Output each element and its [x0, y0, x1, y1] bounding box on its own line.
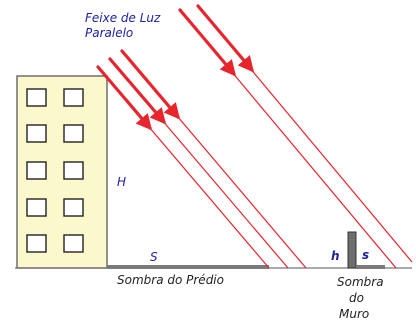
wall: [347, 231, 357, 269]
window: [26, 234, 47, 253]
window: [26, 88, 47, 107]
wall-shadow-label: s: [362, 248, 369, 262]
window: [63, 88, 84, 107]
ray-arrow-icon: [96, 65, 153, 131]
building-shadow-label: S: [150, 250, 158, 264]
window: [63, 234, 84, 253]
wall-shadow-caption-line-1: Sombra: [337, 275, 384, 289]
window: [63, 161, 84, 180]
wall-shadow-caption-line-3: Muro: [339, 307, 369, 321]
wall-shadow-caption-line-2: do: [349, 291, 364, 305]
window: [26, 161, 47, 180]
window: [26, 198, 47, 217]
ray-arrows: [96, 4, 255, 131]
building-height-label: H: [117, 175, 126, 189]
window: [63, 198, 84, 217]
ray-arrow-icon: [108, 57, 167, 125]
light-rays: [97, 5, 413, 269]
window: [63, 124, 84, 143]
window: [26, 124, 47, 143]
building-shadow-caption: Sombra do Prédio: [117, 273, 224, 287]
building: [16, 75, 108, 269]
ray-arrow-icon: [120, 49, 181, 120]
ray-arrow-icon: [178, 8, 237, 77]
wall-shadow-bar: [356, 265, 385, 269]
building-shadow-bar: [107, 265, 269, 269]
wall-height-label: h: [331, 249, 340, 263]
title-line-1: Feixe de Luz: [85, 11, 161, 25]
ray-arrow-icon: [196, 4, 255, 73]
title-line-2: Paralelo: [85, 26, 133, 40]
